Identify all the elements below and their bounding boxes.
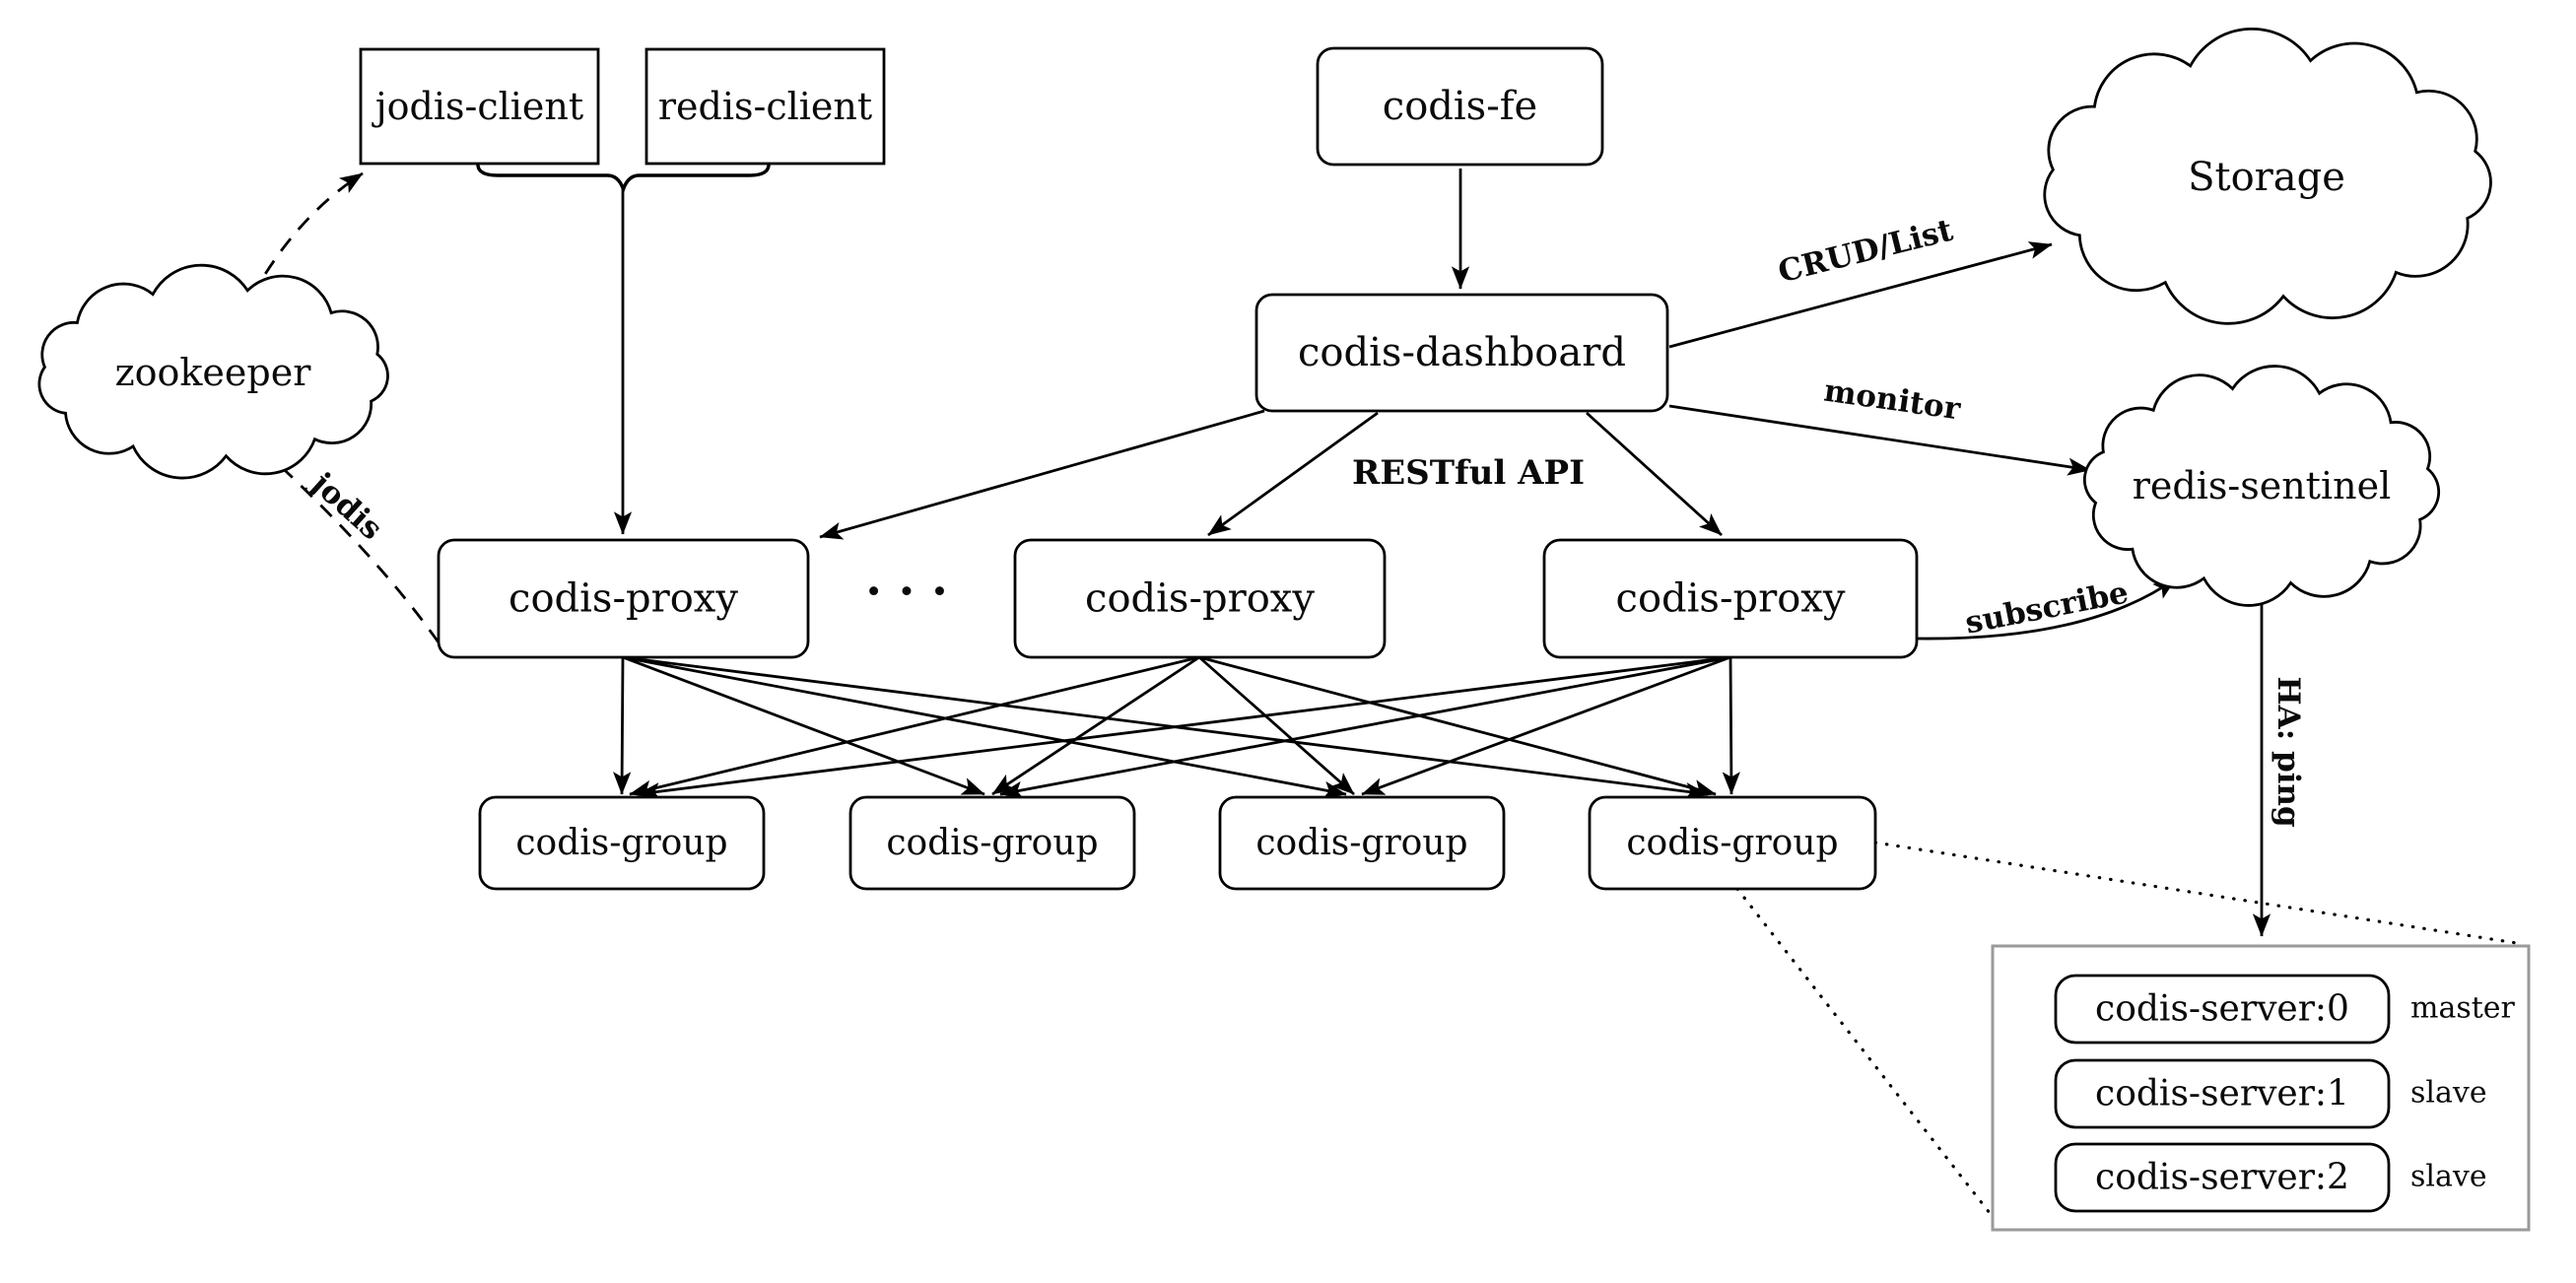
codis-server-2-box-outline (2054, 1142, 2391, 1213)
codis-group-2-box-outline (848, 795, 1136, 891)
zookeeper-cloud-label: zookeeper (115, 351, 312, 394)
edge-group4-frame-top (1873, 841, 2525, 946)
redis-sentinel-cloud-outline (2082, 365, 2441, 607)
jodis-client-box-outline (359, 47, 600, 166)
codis-dashboard-box-outline (1254, 293, 1669, 413)
edge-dashboard-to-proxy3 (1586, 411, 1723, 537)
edge-proxy2-group4 (1198, 655, 1717, 797)
redis-sentinel-cloud: redis-sentinel (2082, 365, 2441, 607)
redis-client-box: redis-client (644, 47, 886, 166)
edge-dashboard-to-proxy1 (819, 409, 1265, 540)
codis-server-0-box-outline (2054, 974, 2391, 1045)
role-slave-1: slave (2410, 1076, 2487, 1111)
codis-proxy-1-box-outline (437, 538, 810, 659)
codis-proxy-3-box-outline (1542, 538, 1919, 659)
storage-cloud: Storage (2043, 27, 2492, 325)
label-jodis: jodis (303, 464, 389, 547)
jodis-client-box-label: jodis-client (372, 85, 583, 128)
storage-cloud-label: Storage (2188, 155, 2345, 200)
codis-group-1-box-outline (478, 795, 766, 891)
proxy-ellipsis: · · · (865, 564, 948, 619)
clients-underbrace-path (476, 164, 771, 195)
label-monitor: monitor (1822, 372, 1963, 427)
codis-server-2-box: codis-server:2 (2054, 1142, 2391, 1213)
codis-group-3-box: codis-group (1218, 795, 1506, 891)
codis-group-1-box-label: codis-group (515, 823, 727, 863)
codis-server-1-box-label: codis-server:1 (2095, 1074, 2349, 1114)
edge-proxy1-group4 (622, 655, 1709, 801)
codis-proxy-2-box-outline (1013, 538, 1387, 659)
codis-dashboard-box-label: codis-dashboard (1298, 330, 1626, 375)
codis-server-1-box-outline (2054, 1058, 2391, 1129)
redis-client-box-label: redis-client (658, 85, 872, 128)
edge-proxy1-jodis-to-zookeeper (259, 445, 441, 643)
codis-server-0-box: codis-server:0 (2054, 974, 2391, 1045)
edges-layer (249, 169, 2525, 1224)
clients-underbrace (476, 164, 771, 195)
zookeeper-cloud-outline (37, 263, 389, 480)
codis-proxy-1-box: codis-proxy (437, 538, 810, 659)
jodis-client-box: jodis-client (359, 47, 600, 166)
codis-group-4-box-label: codis-group (1626, 823, 1838, 863)
codis-group-4-box-outline (1588, 795, 1877, 891)
role-slave-2: slave (2410, 1160, 2487, 1194)
edge-proxy3-subscribe-sentinel (1916, 576, 2177, 641)
zookeeper-cloud: zookeeper (37, 263, 389, 480)
storage-cloud-outline (2043, 27, 2492, 325)
codis-proxy-3-box-label: codis-proxy (1616, 576, 1846, 622)
edge-proxy1-group1 (613, 656, 632, 795)
codis-proxy-2-box-label: codis-proxy (1085, 576, 1315, 622)
edge-proxy1-group2 (622, 655, 985, 796)
edge-proxy2-group1 (629, 655, 1200, 798)
label-ha-ping: HA: ping (2271, 676, 2306, 827)
codis-group-3-box-label: codis-group (1255, 823, 1467, 863)
edge-zookeeper-to-jodis-client (249, 171, 364, 299)
edge-dashboard-to-sentinel (1668, 404, 2091, 476)
codis-proxy-3-box: codis-proxy (1542, 538, 1919, 659)
codis-proxy-1-box-label: codis-proxy (508, 576, 738, 622)
redis-client-box-outline (644, 47, 886, 166)
nodes-layer: jodis-client redis-client codis-fe codis-da… (37, 27, 2531, 1232)
codis-fe-box-label: codis-fe (1383, 84, 1537, 129)
role-master: master (2410, 991, 2516, 1026)
edge-group4-frame-bottom (1735, 887, 1999, 1224)
edge-dashboard-to-storage (1668, 241, 2053, 349)
edge-proxy3-group3 (1361, 655, 1731, 796)
codis-group-2-box: codis-group (848, 795, 1136, 891)
codis-server-2-box-label: codis-server:2 (2095, 1158, 2349, 1198)
redis-sentinel-cloud-label: redis-sentinel (2133, 464, 2391, 507)
codis-proxy-2-box: codis-proxy (1013, 538, 1387, 659)
edge-proxy3-group1 (637, 655, 1731, 801)
codis-group-3-box-outline (1218, 795, 1506, 891)
edge-proxy2-group2 (991, 655, 1200, 796)
codis-server-0-box-label: codis-server:0 (2095, 989, 2349, 1030)
codis-fe-box-outline (1316, 46, 1604, 167)
edge-proxy1-group3 (622, 655, 1347, 799)
codis-group-1-box: codis-group (478, 795, 766, 891)
codis-group-4-box: codis-group (1588, 795, 1877, 891)
codis-dashboard-box: codis-dashboard (1254, 293, 1669, 413)
edge-proxy3-group2 (999, 655, 1731, 799)
edge-proxy3-group4 (1722, 656, 1740, 795)
label-subscribe: subscribe (1962, 574, 2131, 641)
edge-proxy2-group3 (1198, 655, 1355, 796)
label-restful-api: RESTful API (1352, 453, 1585, 493)
codis-fe-box: codis-fe (1316, 46, 1604, 167)
codis-server-1-box: codis-server:1 (2054, 1058, 2391, 1129)
codis-group-2-box-label: codis-group (886, 823, 1098, 863)
edge-dashboard-to-proxy2 (1207, 411, 1379, 537)
